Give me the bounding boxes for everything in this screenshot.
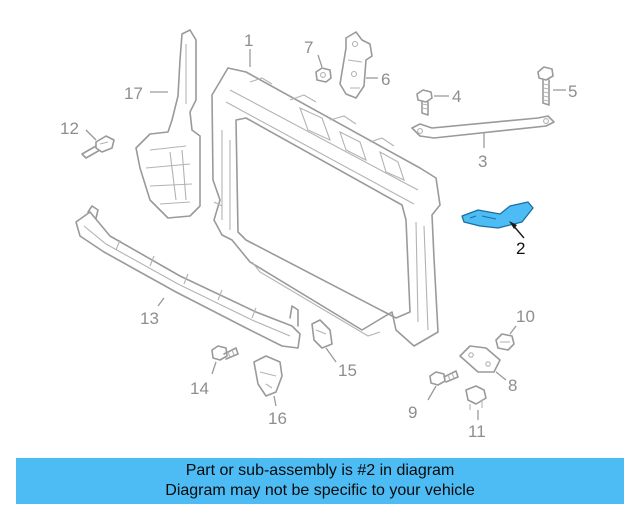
- callout-10: 10: [516, 307, 535, 326]
- callout-14: 14: [190, 379, 209, 398]
- callout-9: 9: [408, 403, 417, 422]
- part-12-pin-clip: [81, 135, 115, 159]
- part-6-bracket: [339, 31, 373, 99]
- callout-4: 4: [452, 87, 461, 106]
- callout-12: 12: [60, 119, 79, 138]
- parts-diagram: 1 2 3 4 5 6 7: [60, 29, 577, 441]
- callout-5: 5: [568, 82, 577, 101]
- banner-line-2: Diagram may not be specific to your vehi…: [165, 482, 475, 499]
- callout-3: 3: [478, 152, 487, 171]
- arrowhead-2: [509, 221, 517, 229]
- part-17-air-guide: [135, 29, 201, 219]
- part-4-bolt: [416, 89, 433, 116]
- part-16-bracket: [253, 355, 283, 397]
- leader-16: [273, 395, 277, 407]
- callout-11: 11: [468, 422, 486, 441]
- part-11-bracket: [465, 385, 487, 410]
- leader-7: [317, 54, 323, 68]
- callout-7: 7: [304, 38, 313, 57]
- part-3-support-bar: [411, 115, 555, 139]
- leader-14: [211, 361, 217, 375]
- leader-15: [325, 347, 337, 363]
- part-1-radiator-support: [211, 67, 441, 347]
- part-2-bracket: [461, 201, 534, 229]
- part-13-lower-bar: [75, 205, 301, 349]
- callout-13: 13: [140, 309, 159, 328]
- banner-line-1: Part or sub-assembly is #2 in diagram: [185, 462, 455, 479]
- part-7-clip: [315, 67, 332, 83]
- callout-17: 17: [124, 84, 143, 103]
- leader-9: [427, 385, 437, 401]
- part-5-bolt: [537, 66, 554, 106]
- callout-6: 6: [381, 70, 390, 89]
- part-10-clip: [495, 333, 515, 351]
- leader-8: [495, 371, 507, 381]
- leader-12: [85, 129, 97, 141]
- leader-10: [509, 325, 517, 335]
- part-15-bracket: [311, 319, 333, 349]
- leader-13: [157, 297, 165, 307]
- part-9-bolt: [429, 370, 459, 386]
- info-banner: Part or sub-assembly is #2 in diagram Di…: [16, 458, 624, 504]
- callout-15: 15: [338, 361, 357, 380]
- callout-16: 16: [268, 409, 287, 428]
- callout-1: 1: [244, 31, 253, 50]
- part-8-plate: [459, 345, 501, 373]
- part-14-bolt: [211, 345, 239, 361]
- callout-8: 8: [508, 376, 517, 395]
- callout-2: 2: [516, 239, 525, 258]
